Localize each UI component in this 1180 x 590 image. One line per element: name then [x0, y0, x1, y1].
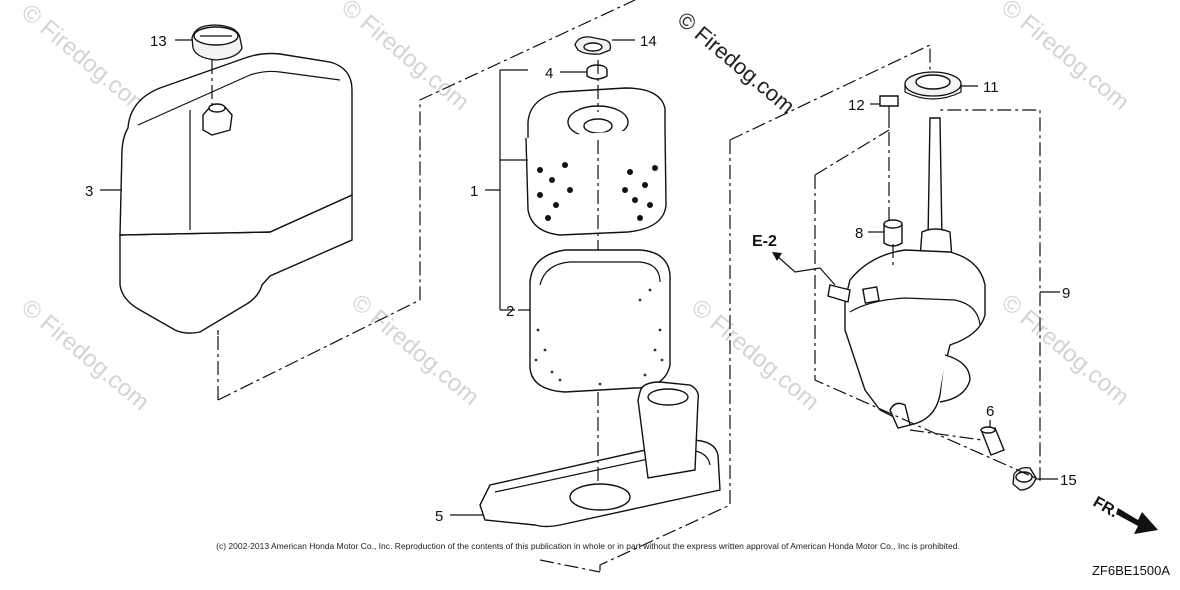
callout-9: 9 — [1062, 285, 1070, 302]
watermark-text: © Firedog.com — [16, 0, 154, 121]
watermark-text: © Firedog.com — [996, 0, 1134, 116]
seal-4 — [586, 64, 608, 80]
callout-4: 4 — [545, 65, 553, 82]
front-direction-indicator: FR. — [1090, 494, 1158, 534]
callout-8: 8 — [855, 225, 863, 242]
diagram-code: ZF6BE1500A — [1092, 563, 1170, 578]
callout-15: 15 — [1060, 472, 1077, 489]
callout-6: 6 — [986, 403, 994, 420]
fuel-joint-6 — [980, 426, 1005, 456]
watermark-text: © Firedog.com — [996, 289, 1134, 411]
nut-15 — [1012, 466, 1037, 491]
callout-13: 13 — [150, 33, 167, 50]
callout-3: 3 — [85, 183, 93, 200]
front-direction-label: FR. — [1090, 494, 1121, 522]
watermark-text: © Firedog.com — [346, 289, 484, 411]
air-cleaner-element — [525, 87, 667, 236]
callout-5: 5 — [435, 508, 443, 525]
watermark-text: © Firedog.com — [686, 294, 824, 416]
callout-12: 12 — [848, 97, 865, 114]
bolt-12 — [879, 95, 899, 128]
watermark-text: © Firedog.com — [336, 0, 474, 116]
watermark-main-text: © Firedog.com — [673, 7, 800, 119]
fuel-tank — [827, 117, 986, 429]
wing-nut-14 — [574, 36, 612, 55]
callout-14: 14 — [640, 33, 657, 50]
assembly-lines — [211, 0, 1041, 573]
air-cleaner-base-5 — [479, 381, 721, 528]
collar-8 — [883, 219, 903, 247]
wing-nut-13 — [191, 24, 243, 61]
watermark-text: © Firedog.com — [16, 294, 154, 416]
callout-labels: 13 3 14 4 1 2 5 11 12 8 9 6 15 E-2 — [85, 33, 1077, 525]
grommet-11 — [904, 71, 962, 100]
callout-1: 1 — [470, 183, 478, 200]
front-direction-arrow-icon — [1116, 508, 1158, 534]
copyright-notice: (c) 2002-2013 American Honda Motor Co., … — [216, 541, 960, 551]
callout-2: 2 — [506, 303, 514, 320]
foam-filter-2 — [529, 249, 671, 393]
reference-e2-label: E-2 — [752, 233, 777, 250]
leader-lines — [100, 39, 1060, 516]
callout-11: 11 — [983, 79, 999, 96]
air-cleaner-cover — [119, 52, 353, 334]
